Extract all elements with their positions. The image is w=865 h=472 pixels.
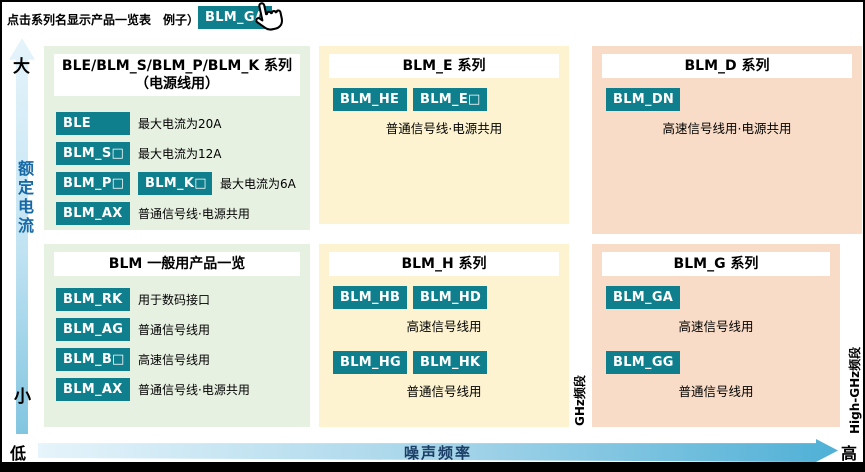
series-button-blm-ag[interactable]: BLM_AG [56,318,130,342]
bottom-border-bar [2,462,863,470]
series-desc: 普通信号线用 [406,384,482,400]
x-axis-min-label: 低 [10,444,27,463]
series-desc: 最大电流为20A [138,117,222,132]
panel-title: BLM_D 系列 [602,54,852,79]
series-desc: 高速信号线用·电源共用 [662,121,792,137]
series-desc: 普通信号线·电源共用 [385,121,503,137]
panel-blm-e: BLM_E 系列 BLM_HE BLM_E□ 普通信号线·电源共用 [319,46,569,224]
series-button-blm-hb[interactable]: BLM_HB [333,286,407,310]
series-row: BLM_DN [606,88,862,112]
series-button-blm-rk[interactable]: BLM_RK [56,288,130,312]
series-button-blm-ax[interactable]: BLM_AX [56,202,130,226]
series-button-blm-hk[interactable]: BLM_HK [413,351,487,375]
panel-blm-general: BLM 一般用产品一览 BLM_RK 用于数码接口 BLM_AG 普通信号线用 … [44,244,310,427]
noise-frequency-axis-arrow [38,439,838,462]
series-desc: 普通信号线·电源共用 [138,383,250,398]
panel-blm-h: BLM_H 系列 BLM_HB BLM_HD 高速信号线用 BLM_HG BLM… [319,244,569,427]
panel-title-line2: （电源线用） [135,76,219,93]
series-button-ble[interactable]: BLE [56,112,130,136]
high-ghz-band-label: High-GHz频段 [848,346,862,434]
y-axis-max-label: 大 [13,57,30,77]
series-row: BLM_RK 用于数码接口 [56,288,310,312]
series-row: BLM_HE BLM_E□ [333,88,569,112]
rated-current-axis-arrow [9,38,35,434]
series-button-blm-ax[interactable]: BLM_AX [56,378,130,402]
hand-pointer-icon [246,2,289,38]
y-axis-title: 额定电流 [15,160,34,236]
series-row: BLM_GA [606,286,840,310]
series-desc: 用于数码接口 [138,293,211,308]
series-button-blm-he[interactable]: BLM_HE [333,88,407,112]
series-row: BLM_GG [606,351,840,375]
series-desc: 最大电流为12A [138,147,222,162]
series-row: BLM_AX 普通信号线·电源共用 [56,202,310,226]
series-desc: 最大电流为6A [220,177,296,192]
panel-title: BLE/BLM_S/BLM_P/BLM_K 系列 （电源线用） [54,54,300,97]
panel-blm-d: BLM_D 系列 BLM_DN 高速信号线用·电源共用 [592,46,862,234]
series-row: BLE 最大电流为20A [56,112,310,136]
series-desc: 高速信号线用 [406,319,482,335]
series-row: BLM_HB BLM_HD [333,286,569,310]
series-button-blm-k[interactable]: BLM_K□ [138,172,212,196]
series-button-blm-ga[interactable]: BLM_GA [606,286,680,310]
panel-title: BLM 一般用产品一览 [54,252,300,277]
series-desc: 高速信号线用 [138,353,211,368]
series-desc: 普通信号线用 [678,384,754,400]
panel-title: BLM_G 系列 [602,252,830,277]
series-row: BLM_S□ 最大电流为12A [56,142,310,166]
series-button-blm-dn[interactable]: BLM_DN [606,88,680,112]
series-button-blm-gg[interactable]: BLM_GG [606,351,680,375]
series-desc: 高速信号线用 [678,319,754,335]
series-desc: 普通信号线用 [138,323,211,338]
example-series-button[interactable]: BLM_GA [198,6,272,29]
series-button-blm-s[interactable]: BLM_S□ [56,142,130,166]
x-axis-title: 噪声频率 [403,444,472,462]
panel-power-series: BLE/BLM_S/BLM_P/BLM_K 系列 （电源线用） BLE 最大电流… [44,46,310,230]
ghz-band-label: GHz频段 [573,375,587,426]
series-row: BLM_AG 普通信号线用 [56,318,310,342]
series-row: BLM_HG BLM_HK [333,351,569,375]
series-row: BLM_B□ 高速信号线用 [56,348,310,372]
panel-title: BLM_E 系列 [329,54,559,79]
panel-title: BLM_H 系列 [329,252,559,277]
series-button-blm-hg[interactable]: BLM_HG [333,351,407,375]
series-button-blm-e[interactable]: BLM_E□ [413,88,487,112]
series-button-blm-hd[interactable]: BLM_HD [413,286,487,310]
series-row: BLM_AX 普通信号线·电源共用 [56,378,310,402]
y-axis-min-label: 小 [14,387,31,407]
panel-blm-g: BLM_G 系列 BLM_GA 高速信号线用 BLM_GG 普通信号线用 [592,244,840,427]
panel-title-line1: BLE/BLM_S/BLM_P/BLM_K 系列 [61,58,293,74]
series-row: BLM_P□ BLM_K□ 最大电流为6A [56,172,310,196]
instruction-text: 点击系列名显示产品一览表 例子） [7,13,200,27]
series-button-blm-p[interactable]: BLM_P□ [56,172,130,196]
series-button-blm-b[interactable]: BLM_B□ [56,348,130,372]
series-desc: 普通信号线·电源共用 [138,207,250,222]
x-axis-max-label: 高 [841,444,858,463]
